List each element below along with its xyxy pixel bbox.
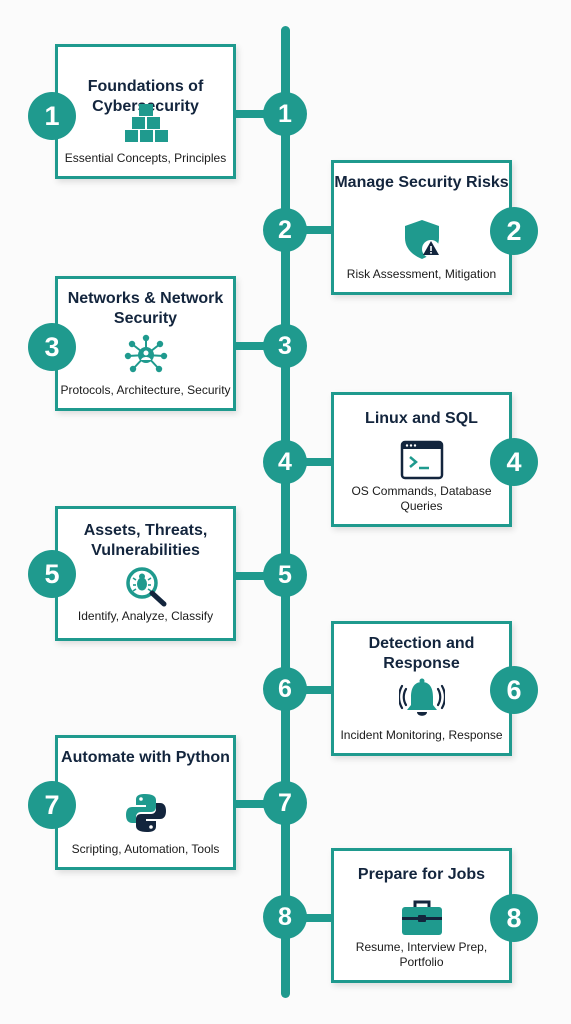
step-connector [236,110,286,118]
step-card-4: Linux and SQL OS Commands, Database Quer… [331,392,512,527]
step-connector [286,914,334,922]
step-title: Assets, Threats, Vulnerabilities [83,522,208,559]
step-badge-outer: 5 [28,550,76,598]
step-card-1: Foundations of Cybersecurity Essential C… [55,44,236,179]
step-connector [286,458,334,466]
step-description: Scripting, Automation, Tools [71,842,220,856]
briefcase-icon [401,900,442,935]
step-badge-spine: 1 [263,92,307,136]
step-title: Prepare for Jobs [357,866,486,883]
step-card-6: Detection and Response Incident Monitori… [331,621,512,756]
step-card-3: Networks & Network Security Protocols, [55,276,236,411]
step-badge-spine: 2 [263,208,307,252]
step-connector [286,226,334,234]
step-title: Automate with Python [61,749,230,766]
step-description: Protocols, Architecture, Security [60,383,231,397]
terminal-window-icon [400,440,443,480]
step-badge-outer: 1 [28,92,76,140]
step-badge-outer: 6 [490,666,538,714]
step-card-7: Automate with Python Scripting, Automati… [55,735,236,870]
step-connector [286,686,334,694]
step-badge-outer: 7 [28,781,76,829]
step-badge-spine: 3 [263,324,307,368]
step-description: Risk Assessment, Mitigation [346,267,497,281]
step-description: OS Commands, Database Queries [351,484,492,513]
network-hub-icon [124,334,167,373]
step-badge-outer: 8 [490,894,538,942]
step-badge-spine: 7 [263,781,307,825]
step-title: Networks & Network Security [67,290,224,327]
step-badge-spine: 6 [263,667,307,711]
step-connector [236,342,286,350]
step-badge-spine: 4 [263,440,307,484]
timeline-spine [281,26,290,998]
python-logo-icon [125,794,166,832]
step-description: Resume, Interview Prep, Portfolio [355,940,488,969]
step-description: Incident Monitoring, Response [340,728,503,742]
step-description: Identify, Analyze, Classify [77,609,214,623]
magnifier-bug-icon [125,567,166,607]
step-badge-spine: 8 [263,895,307,939]
stacked-blocks-icon [124,104,168,142]
step-connector [236,800,286,808]
step-badge-outer: 2 [490,207,538,255]
step-title: Manage Security Risks [334,174,509,191]
step-badge-spine: 5 [263,553,307,597]
shield-warning-icon [404,220,440,259]
step-card-5: Assets, Threats, Vulnerabilities Identif… [55,506,236,641]
alarm-bell-icon [398,678,445,716]
step-description: Essential Concepts, Principles [64,151,227,165]
step-badge-outer: 3 [28,323,76,371]
step-card-8: Prepare for Jobs Resume, Interview Prep,… [331,848,512,983]
step-title: Detection and Response [368,635,475,672]
step-card-2: Manage Security Risks Risk Assessment, M… [331,160,512,295]
step-badge-outer: 4 [490,438,538,486]
step-connector [236,572,286,580]
step-title: Linux and SQL [365,410,478,427]
